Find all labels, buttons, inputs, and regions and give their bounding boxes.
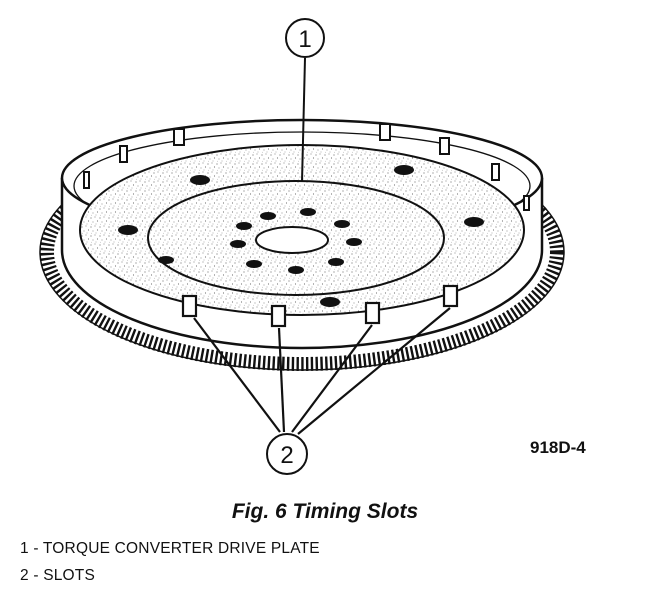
rim-slots-back: [83, 123, 530, 211]
figure-caption: Fig. 6 Timing Slots: [231, 500, 419, 523]
ring-gear: [40, 133, 564, 371]
center-bore: [255, 226, 329, 254]
legend-item: 1 - TORQUE CONVERTER DRIVE PLATE: [20, 540, 320, 557]
converter-bolt-holes: [118, 165, 484, 307]
callout-2-number: 2: [280, 442, 293, 469]
leader-lines-2: [193, 307, 451, 435]
hub-bolt-holes: [230, 208, 362, 274]
callout-1-number: 1: [298, 26, 311, 53]
callout-2: [266, 433, 308, 475]
timing-slots: [181, 284, 459, 328]
drive-plate-illustration: 1 2: [39, 18, 565, 475]
leader-line-1: [301, 57, 306, 183]
figure-code: 918D-4: [530, 438, 586, 457]
callout-1: [285, 18, 325, 58]
legend-item: 2 - SLOTS: [20, 567, 96, 584]
